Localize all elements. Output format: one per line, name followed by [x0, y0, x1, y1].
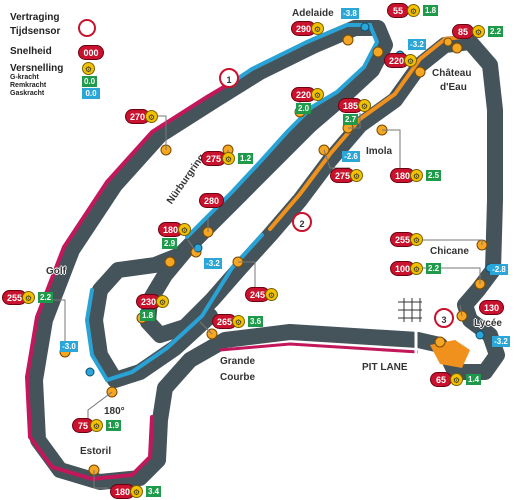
gear-icon: ⚙ — [130, 485, 143, 498]
gear-value-golf: 2.2 — [38, 292, 54, 303]
corner-estoril: Estoril — [80, 446, 112, 457]
gear-value-275a: 1.2 — [238, 153, 254, 164]
legend-line1: G-kracht — [10, 74, 39, 81]
corner-adelaide: Adelaide — [292, 8, 334, 19]
brake-value-lycee: -3.2 — [492, 336, 510, 347]
gear-icon: ⚙ — [404, 54, 417, 67]
gear-icon: ⚙ — [410, 233, 423, 246]
sector1-pit — [219, 342, 419, 354]
gear-icon: ⚙ — [156, 295, 169, 308]
legend-time-label: Tijdsensor — [10, 26, 61, 37]
sector-marker-1: 1 — [219, 68, 239, 88]
legend-speed-sample: 000 — [78, 45, 104, 60]
gear-value-chateau: 2.2 — [488, 26, 504, 37]
gear-icon: ⚙ — [22, 291, 35, 304]
gear-value-estoril: 3.4 — [146, 486, 162, 497]
sector3-line — [268, 34, 472, 231]
corner-chateau-1: Château — [432, 68, 472, 79]
brake-value-adelaide: -3.8 — [341, 8, 359, 19]
speed-estoril: 180 — [110, 484, 136, 499]
brake-value-chicane: -2.8 — [490, 264, 508, 275]
speed-adelaide-in: 55 — [387, 3, 409, 18]
gear-value-imola: 2.5 — [426, 170, 442, 181]
speed-chicane-in: 255 — [390, 232, 416, 247]
speed-chateau-in: 85 — [452, 24, 474, 39]
speed-chicane-out: 100 — [390, 261, 416, 276]
brake-value-imola: -2.6 — [342, 151, 360, 162]
legend-gear-label: Versnelling — [10, 63, 64, 74]
sector-marker-2: 2 — [292, 212, 312, 232]
brake-value-golf: -3.0 — [60, 341, 78, 352]
track-inner-loop — [87, 87, 353, 388]
legend-green-box: 0.0 — [82, 76, 98, 87]
gear-value-230: 1.8 — [140, 310, 156, 321]
gear-icon: ⚙ — [350, 169, 363, 182]
legend-line3: Gaskracht — [10, 90, 45, 97]
leader-lines — [50, 100, 483, 489]
pit-building-icon — [398, 298, 422, 322]
legend-gear-icon: ⚙ — [82, 62, 95, 75]
gear-icon: ⚙ — [450, 373, 463, 386]
sector-marker-3: 3 — [434, 308, 454, 328]
gear-value-adelaide: 1.8 — [423, 5, 439, 16]
gear-icon: ⚙ — [410, 262, 423, 275]
corner-lycee: Lycée — [474, 318, 502, 329]
gear-icon: ⚙ — [90, 419, 103, 432]
corner-180: 180° — [104, 406, 125, 417]
gear-value-220: 2.0 — [296, 103, 312, 114]
gear-value-lycee: 1.4 — [466, 374, 482, 385]
corner-chicane: Chicane — [430, 246, 469, 257]
gear-icon: ⚙ — [222, 152, 235, 165]
brake-value-nurb: -3.2 — [204, 258, 222, 269]
speed-nurb-a: 280 — [199, 193, 225, 208]
sector2-inner — [84, 233, 264, 383]
sector2-line — [185, 23, 380, 239]
gear-icon: ⚙ — [232, 315, 245, 328]
corner-grande-1: Grande — [220, 356, 256, 367]
legend-speed-label: Snelheid — [10, 46, 52, 57]
gear-icon: ⚙ — [311, 22, 324, 35]
timer-icon — [78, 19, 96, 37]
speed-chateau-out: 220 — [384, 53, 410, 68]
corner-grande-2: Courbe — [220, 372, 255, 383]
brake-value-chateau: -3.2 — [408, 39, 426, 50]
gear-icon: ⚙ — [358, 99, 371, 112]
gear-icon: ⚙ — [410, 169, 423, 182]
corner-imola: Imola — [366, 146, 393, 157]
pit-lane-label: PIT LANE — [362, 362, 408, 373]
gear-value-185: 2.7 — [343, 114, 359, 125]
gear-icon: ⚙ — [145, 110, 158, 123]
speed-185: 185 — [338, 98, 364, 113]
gear-value-chicane: 2.2 — [426, 263, 442, 274]
gear-icon: ⚙ — [265, 288, 278, 301]
gear-value-nurb: 2.9 — [162, 238, 178, 249]
corner-golf: Golf — [46, 266, 66, 277]
legend-line2: Remkracht — [10, 82, 47, 89]
gear-value-180: 1.9 — [106, 420, 122, 431]
gear-icon: ⚙ — [472, 25, 485, 38]
speed-lycee-in: 130 — [479, 300, 505, 315]
gear-icon: ⚙ — [311, 88, 324, 101]
speed-lycee-out: 65 — [430, 372, 452, 387]
speed-adelaide-out: 290 — [291, 21, 317, 36]
gear-icon: ⚙ — [407, 4, 420, 17]
gear-icon: ⚙ — [178, 223, 191, 236]
sector1-line — [24, 79, 236, 482]
corner-chateau-2: d'Eau — [440, 82, 467, 93]
gear-value-265: 3.6 — [248, 316, 264, 327]
legend-header: Vertraging — [10, 12, 60, 23]
legend-blue-box: 0.0 — [82, 88, 100, 99]
